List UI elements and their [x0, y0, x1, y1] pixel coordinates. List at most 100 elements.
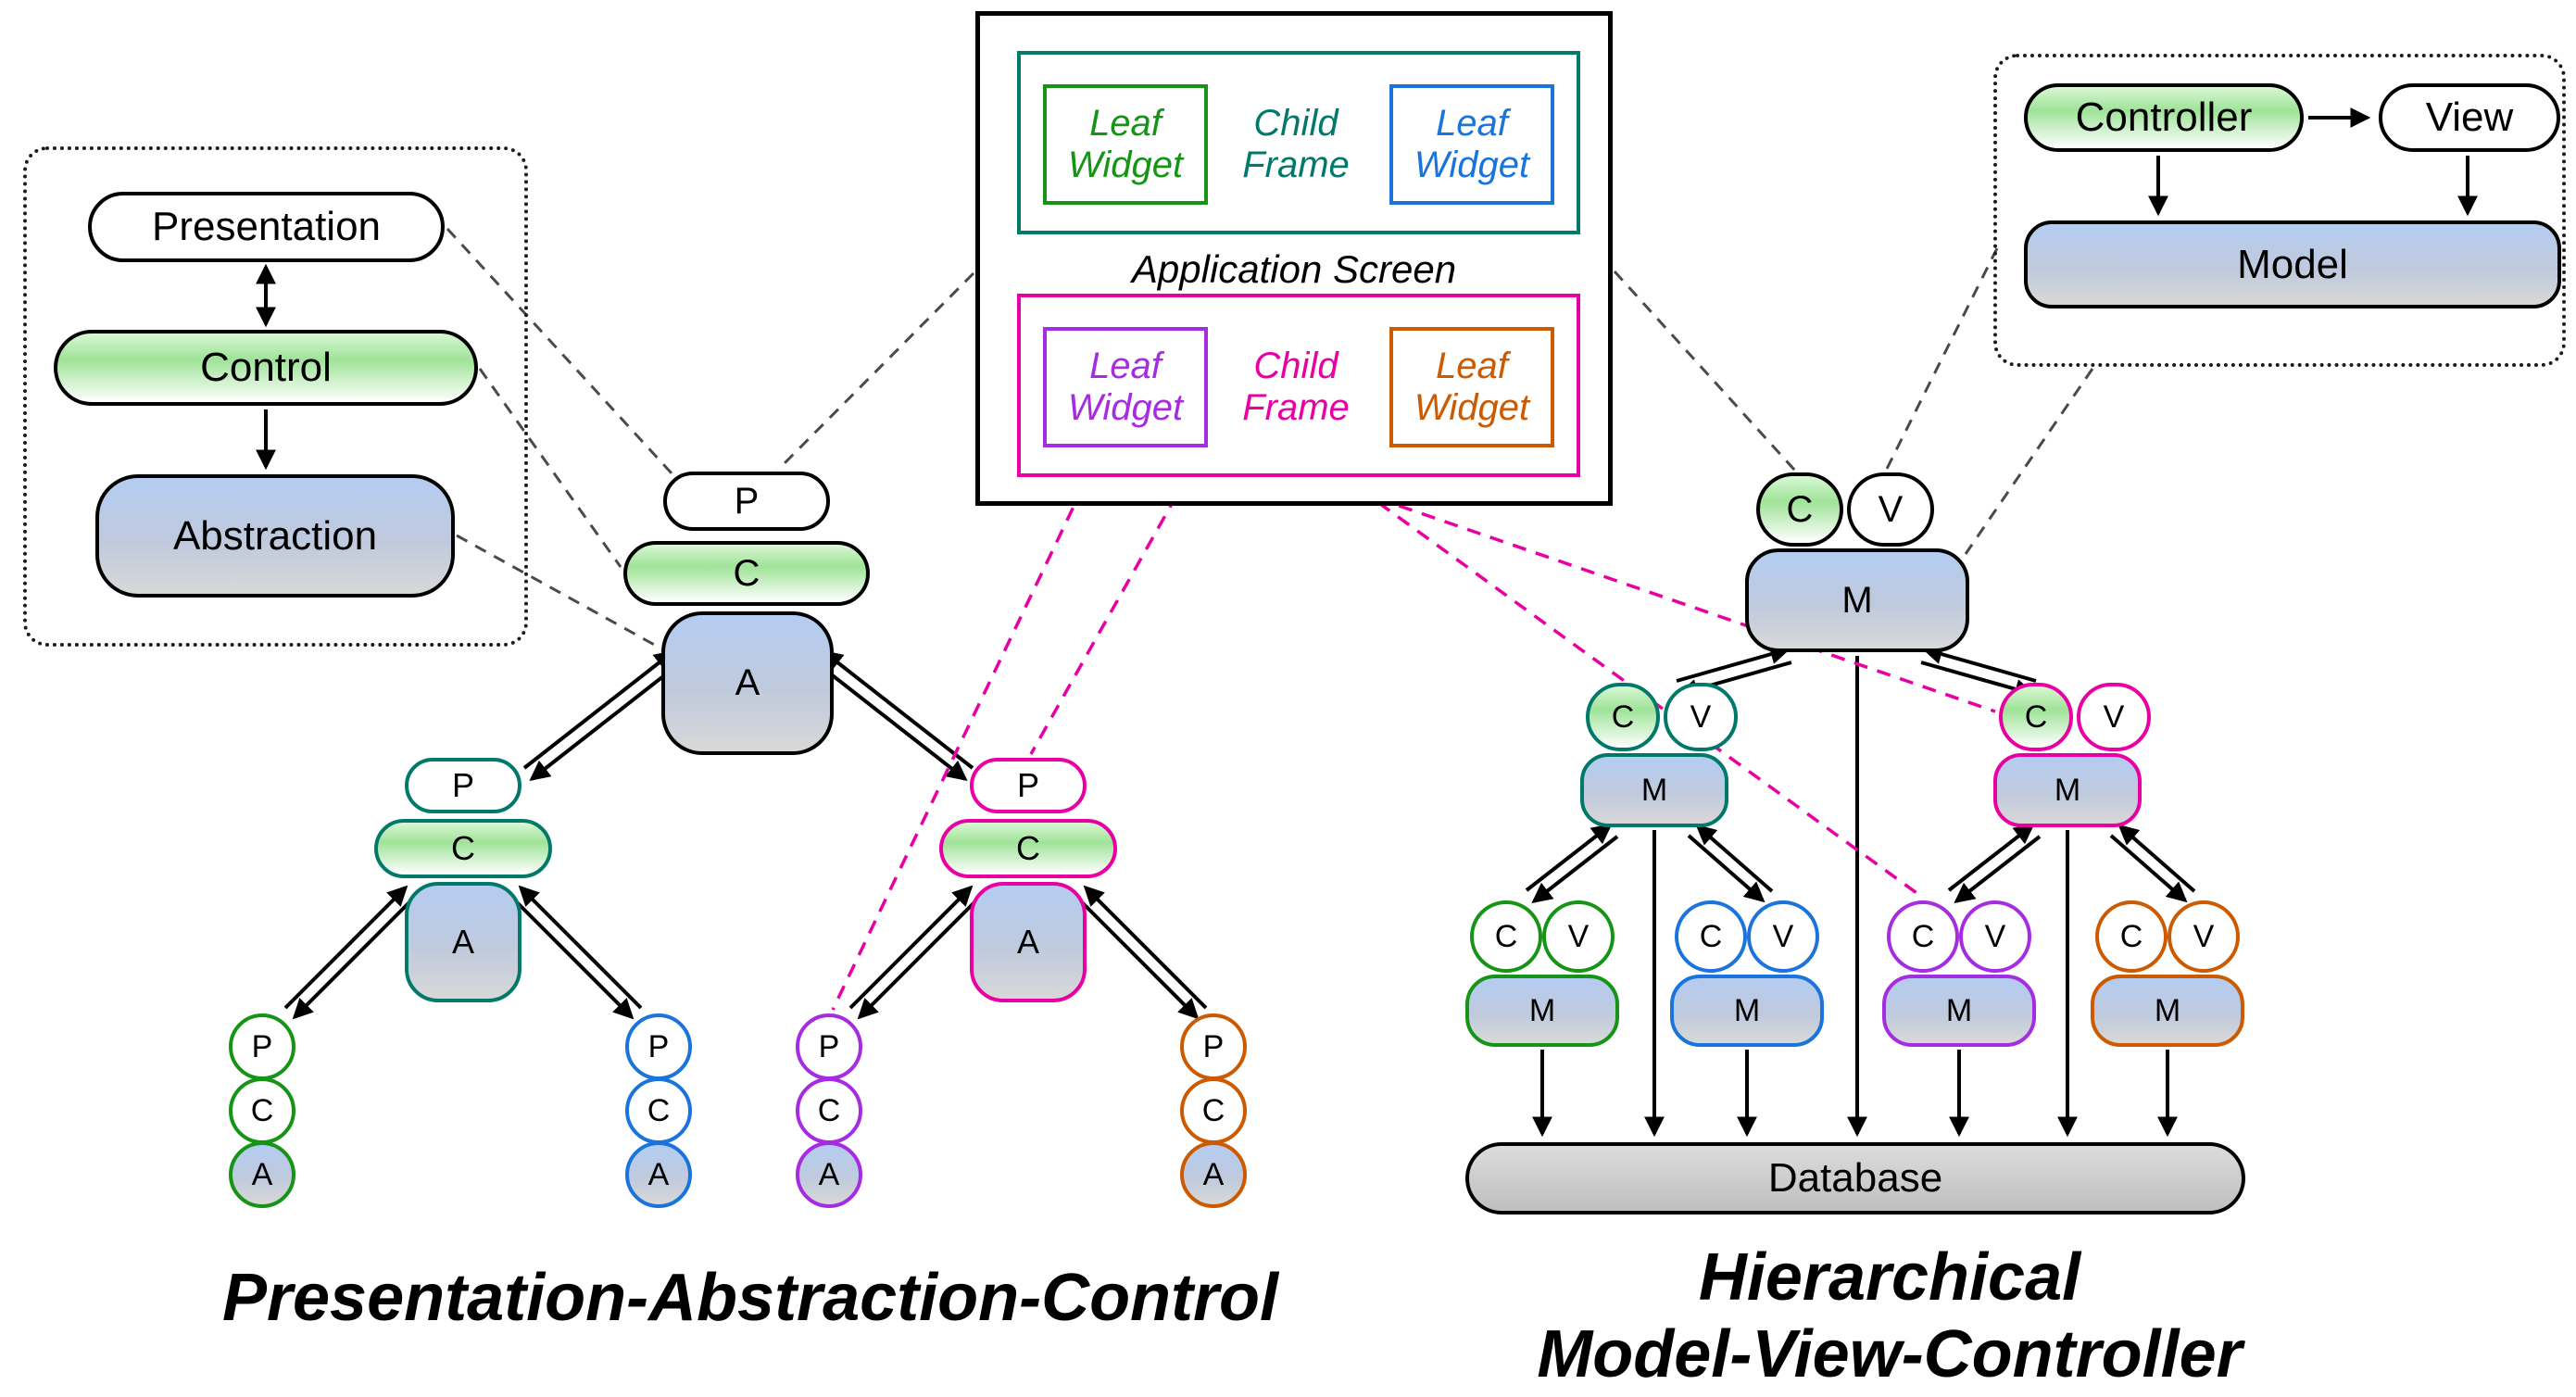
link-child-frame-to-pac-child [1029, 473, 1190, 755]
hmvc-leaf-violet-v: V [1959, 900, 2031, 973]
controller-box: Controller [2024, 83, 2304, 152]
hmvc-leaf-violet-m: M [1882, 975, 2036, 1047]
link-presentation-to-pac-root [446, 227, 674, 476]
link-control-to-pac-root [478, 368, 622, 568]
link-appscreen-to-hmvc-root [1613, 270, 1797, 472]
model-box: Model [2024, 220, 2561, 308]
hmvc-teal-m-node: M [1580, 753, 1728, 827]
child-frame-label-top: Child Frame [1242, 103, 1350, 185]
pac-tree-arrows [283, 649, 1208, 1020]
hmvc-leaf-green-m: M [1465, 975, 1619, 1047]
pac-teal-c-node: C [374, 819, 552, 878]
link-model-to-hmvc-root [1964, 368, 2094, 555]
pac-magenta-c-node: C [939, 819, 1117, 878]
pac-root-p-node: P [663, 472, 830, 531]
presentation-box: Presentation [88, 192, 445, 262]
pac-teal-a-node: A [405, 882, 521, 1002]
mvc-concept-arrows [2148, 107, 2478, 217]
arrow [1687, 834, 1766, 903]
pac-leaf-violet-p: P [796, 1013, 862, 1080]
pac-caption: Presentation-Abstraction-Control [221, 1261, 1279, 1335]
arrow [292, 895, 417, 1020]
pac-leaf-orange-c: C [1180, 1077, 1247, 1144]
arrow [822, 649, 974, 770]
hmvc-leaf-violet-c: C [1887, 900, 1959, 973]
hmvc-leaf-blue-c: C [1675, 900, 1747, 973]
arrow [522, 649, 675, 770]
pac-leaf-green-c: C [229, 1077, 295, 1144]
arrow [857, 895, 982, 1020]
arrow [509, 895, 635, 1020]
hmvc-leaf-orange-c: C [2095, 900, 2168, 973]
hmvc-leaf-green-v: V [1542, 900, 1615, 973]
view-box: View [2379, 83, 2560, 152]
link-violet-widget-to-pac-leaf [831, 442, 1106, 1011]
application-screen-label: Application Screen [1131, 247, 1457, 291]
pac-leaf-blue-a: A [625, 1141, 692, 1208]
gray-dashed-links [446, 227, 2094, 648]
leaf-widget-green: Leaf Widget [1043, 84, 1208, 205]
pac-root-c-node: C [623, 541, 870, 606]
database-arrows [1532, 656, 2178, 1138]
hmvc-caption-line2: Model-View-Controller [1537, 1316, 2243, 1391]
arrow [1695, 824, 1774, 893]
hmvc-tree-arrows [1525, 644, 2196, 904]
hmvc-leaf-orange-v: V [2168, 900, 2240, 973]
control-box: Control [54, 330, 478, 406]
hmvc-magenta-m-node: M [1993, 753, 2142, 827]
arrow [1074, 895, 1200, 1020]
pac-leaf-green-a: A [229, 1141, 295, 1208]
hmvc-teal-v-node: V [1664, 683, 1738, 751]
leaf-widget-blue: Leaf Widget [1389, 84, 1554, 205]
pac-leaf-green-p: P [229, 1013, 295, 1080]
hmvc-root-v-node: V [1847, 472, 1934, 547]
bottom-child-frame: Leaf Widget Child Frame Leaf Widget [1017, 294, 1580, 477]
arrow [2109, 834, 2188, 903]
arrow [1531, 835, 1619, 904]
hmvc-root-m-node: M [1745, 548, 1969, 652]
application-screen-box: Leaf Widget Child Frame Leaf Widget Appl… [975, 11, 1613, 506]
pac-leaf-violet-c: C [796, 1077, 862, 1144]
link-appscreen-to-pac-root [776, 271, 975, 472]
arrow [815, 661, 968, 782]
arrow [1083, 885, 1208, 1010]
leaf-widget-violet: Leaf Widget [1043, 327, 1208, 447]
pac-magenta-p-node: P [970, 758, 1087, 813]
hmvc-caption: Hierarchical Model-View-Controller [1408, 1240, 2371, 1393]
arrow [283, 885, 408, 1010]
hmvc-magenta-v-node: V [2077, 683, 2151, 751]
pac-magenta-a-node: A [970, 882, 1087, 1002]
arrow [529, 661, 682, 782]
pac-leaf-orange-p: P [1180, 1013, 1247, 1080]
mvc-concept-box [1993, 54, 2566, 367]
arrow [1947, 823, 2035, 892]
magenta-dashed-links [831, 442, 1996, 1011]
hmvc-teal-c-node: C [1586, 683, 1660, 751]
link-mvc-to-hmvc-root [1884, 247, 1999, 472]
top-child-frame: Leaf Widget Child Frame Leaf Widget [1017, 51, 1580, 234]
hmvc-root-c-node: C [1756, 472, 1843, 547]
child-frame-label-bottom: Child Frame [1242, 346, 1350, 428]
arrow [1921, 644, 2037, 683]
pac-leaf-blue-p: P [625, 1013, 692, 1080]
database-box: Database [1465, 1142, 2245, 1215]
hmvc-leaf-orange-m: M [2091, 975, 2244, 1047]
leaf-widget-orange: Leaf Widget [1389, 327, 1554, 447]
hmvc-leaf-green-c: C [1470, 900, 1542, 973]
hmvc-caption-line1: Hierarchical [1698, 1240, 2081, 1315]
arrow [1954, 835, 2042, 904]
abstraction-box: Abstraction [95, 474, 455, 598]
hmvc-magenta-c-node: C [1999, 683, 2073, 751]
link-child-frame-to-hmvc-child [1307, 472, 1996, 713]
pac-leaf-blue-c: C [625, 1077, 692, 1144]
arrow [2117, 824, 2196, 893]
pac-teal-p-node: P [405, 758, 521, 813]
pac-leaf-orange-a: A [1180, 1141, 1247, 1208]
pac-leaf-violet-a: A [796, 1141, 862, 1208]
link-abstraction-to-pac-root [456, 534, 659, 648]
arrow [848, 885, 974, 1010]
pac-concept-box [23, 146, 528, 647]
arrow [518, 885, 643, 1010]
hmvc-leaf-blue-v: V [1747, 900, 1819, 973]
